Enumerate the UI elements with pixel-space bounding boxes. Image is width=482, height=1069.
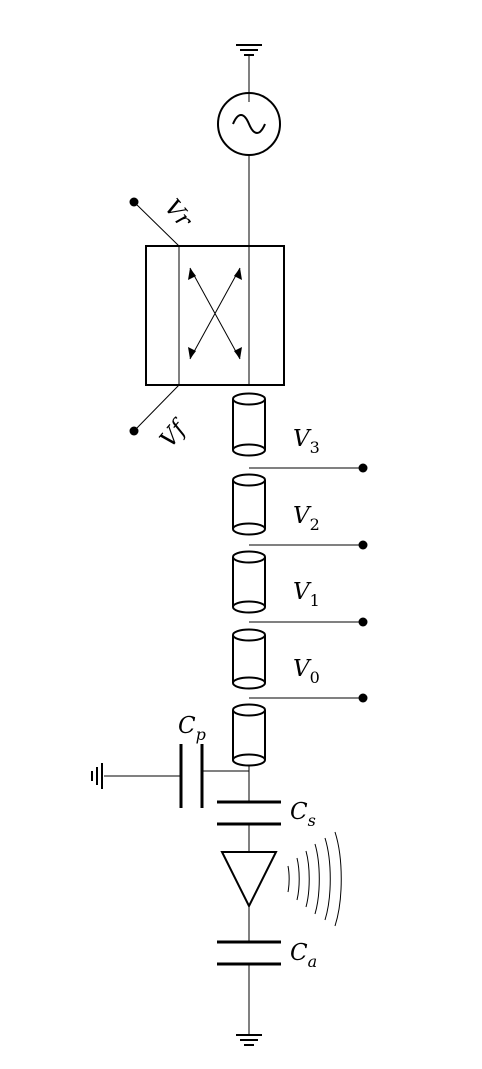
ac-source-icon bbox=[217, 92, 281, 156]
transmission-line-segment-4 bbox=[232, 628, 266, 690]
transmission-line-segment-5 bbox=[232, 703, 266, 767]
cs-label: Cs bbox=[290, 799, 316, 830]
vr-port bbox=[129, 197, 180, 247]
directional-coupler-icon bbox=[145, 245, 285, 386]
vf-port bbox=[129, 384, 180, 436]
top-ground-icon bbox=[236, 44, 262, 56]
transmission-line-segment-3 bbox=[232, 550, 266, 614]
vr-label: Vr bbox=[159, 195, 198, 234]
antenna-icon bbox=[220, 851, 278, 909]
radiation-waves-icon bbox=[287, 831, 342, 927]
left-ground-icon bbox=[91, 763, 103, 789]
transmission-line-segment-1 bbox=[232, 392, 266, 457]
v3-label: V3 bbox=[293, 426, 320, 457]
v2-tap bbox=[249, 540, 368, 550]
cp-capacitor bbox=[104, 744, 249, 808]
v0-label: V0 bbox=[293, 656, 320, 687]
ca-label: Ca bbox=[290, 940, 317, 971]
ca-capacitor bbox=[217, 940, 281, 966]
v2-label: V2 bbox=[293, 503, 320, 534]
transmission-line-segment-2 bbox=[232, 473, 266, 536]
vf-label: Vf bbox=[155, 414, 193, 453]
cp-label: Cp bbox=[178, 713, 206, 744]
bottom-ground-icon bbox=[236, 1034, 262, 1046]
v3-tap bbox=[249, 463, 368, 473]
v1-label: V1 bbox=[293, 579, 320, 610]
v1-tap bbox=[249, 617, 368, 627]
v0-tap bbox=[249, 693, 368, 703]
cs-capacitor bbox=[217, 800, 281, 826]
